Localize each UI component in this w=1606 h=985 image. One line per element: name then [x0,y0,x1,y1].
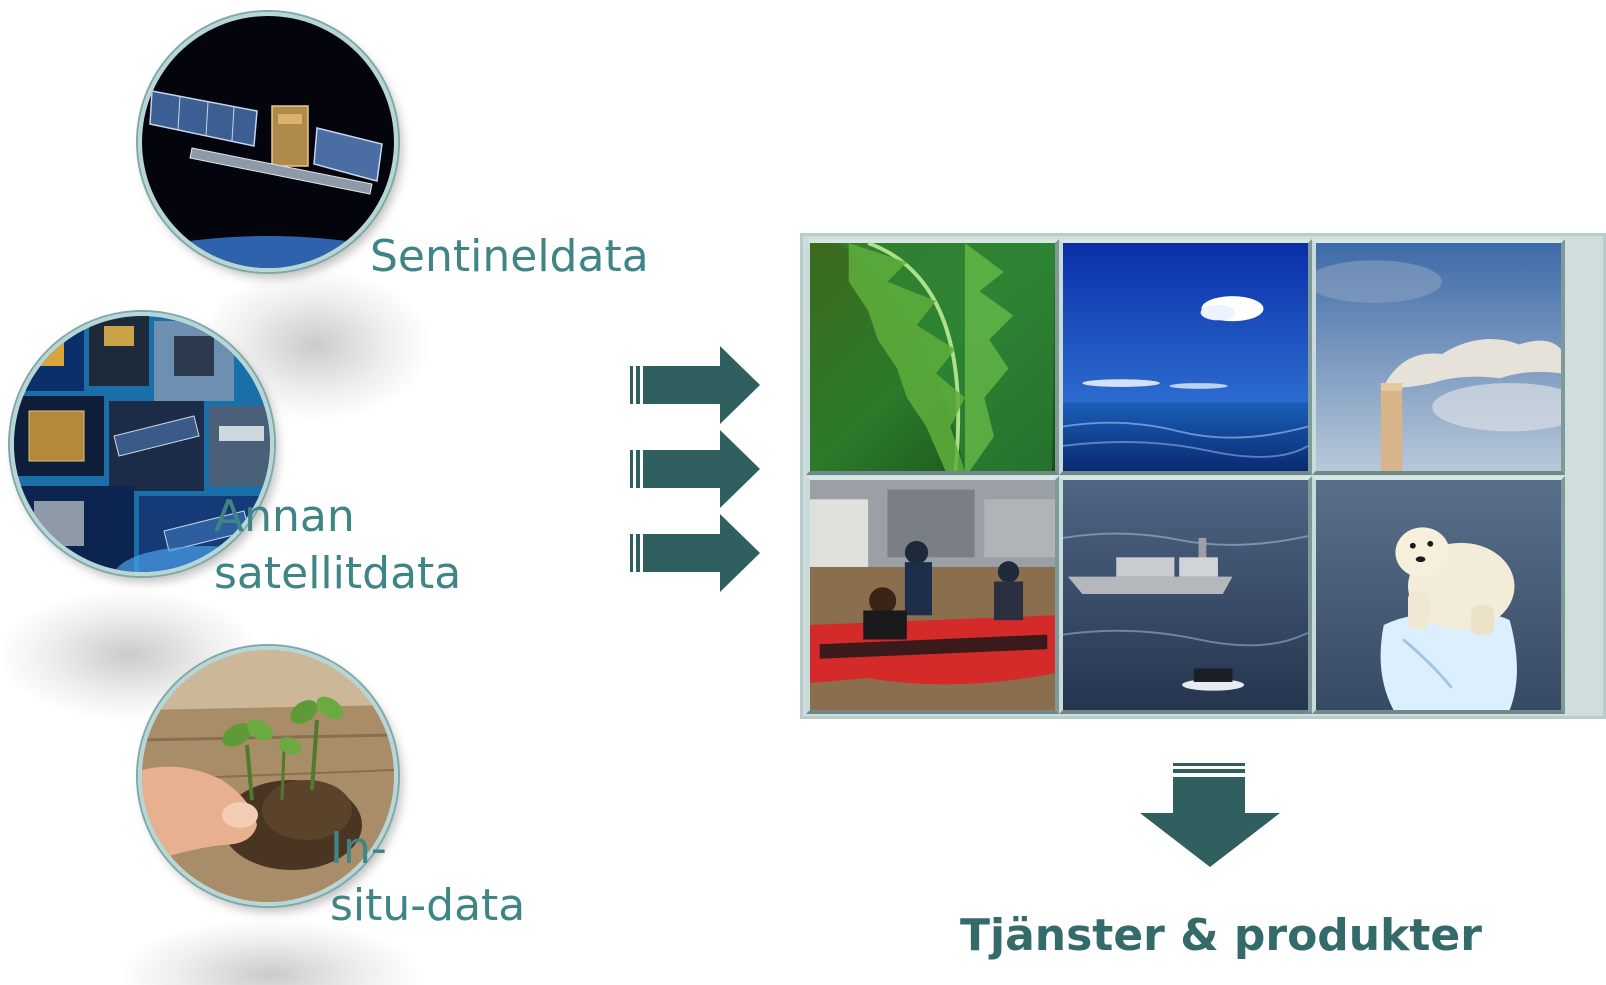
source-label-other-satellite: Annan satellitdata [214,491,462,599]
ships-at-sea-icon [1059,476,1312,714]
right-arrow-icon [630,346,760,424]
right-arrow-icon [630,514,760,592]
right-arrow-icon [630,430,760,508]
flood-rescue-boat-icon [806,476,1059,714]
source-label-in-situ: In- situ-data [330,823,526,931]
services-products-title: Tjänster & produkter [960,910,1482,961]
polar-bear-icon [1312,476,1565,714]
leaf-icon [806,239,1059,475]
satellite-icon [138,12,398,272]
ocean-sky-icon [1059,239,1312,475]
source-label-sentinel: Sentineldata [370,231,649,282]
application-image-grid [800,233,1606,719]
down-arrow-icon [1140,763,1280,867]
chimney-smoke-icon [1312,239,1565,475]
soil-sample-icon [138,646,398,906]
